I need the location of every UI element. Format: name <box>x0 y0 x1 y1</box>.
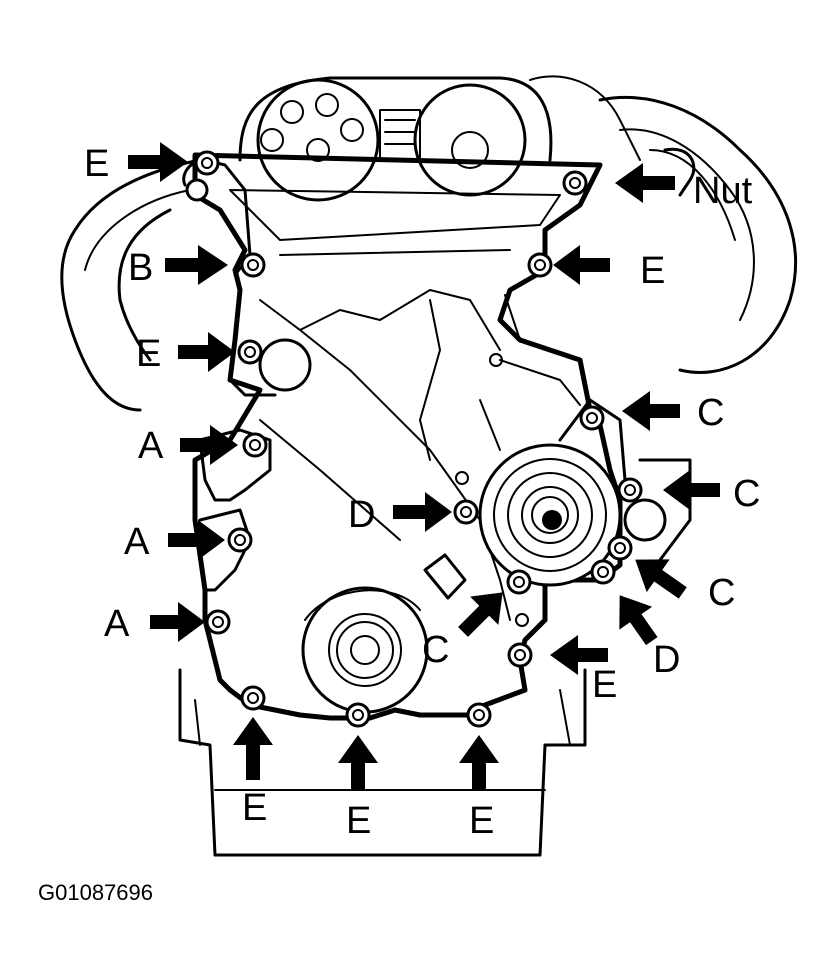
arrow-c-1 <box>622 391 680 431</box>
label-b: B <box>128 247 153 289</box>
label-e-right-upper: E <box>640 250 665 292</box>
label-e-left-mid: E <box>136 333 161 375</box>
label-e-bottom-3: E <box>469 800 494 842</box>
label-a-1: A <box>138 425 164 467</box>
label-nut: Nut <box>693 170 753 212</box>
arrow-nut <box>615 163 675 203</box>
arrow-a-3 <box>150 602 205 642</box>
arrow-e-bottom-1 <box>233 717 273 780</box>
bolt-a-3 <box>205 609 231 635</box>
bolt-e-bottom-3 <box>466 702 492 728</box>
bolt-e-right-upper <box>527 252 553 278</box>
arrow-c-lower <box>458 592 503 637</box>
label-c-right-1: C <box>697 392 724 434</box>
bolt-d-left <box>453 499 479 525</box>
callout-arrows <box>128 142 720 790</box>
arrow-c-2 <box>663 470 720 510</box>
label-c-lower: C <box>422 629 449 671</box>
label-d-lower: D <box>653 639 680 681</box>
arrow-d-left <box>393 492 452 532</box>
bolt-e-left-mid <box>237 339 263 365</box>
label-e-bottom-2: E <box>346 800 371 842</box>
arrow-e-right-upper <box>553 245 610 285</box>
camshaft-sprockets <box>256 78 527 202</box>
label-c-right-2: C <box>733 473 760 515</box>
arrow-e-bottom-3 <box>459 735 499 790</box>
bolt-a-2 <box>227 527 253 553</box>
bolt-c-lower <box>506 569 532 595</box>
arrow-e-left-mid <box>178 332 235 372</box>
bolt-e-bottom-2 <box>345 702 371 728</box>
arrow-d-lower <box>619 595 658 646</box>
arrow-a-1 <box>180 425 238 465</box>
arrow-e-bottom-2 <box>338 735 378 790</box>
arrow-c-3 <box>635 559 687 599</box>
arrow-e-top-left <box>128 142 188 182</box>
callout-labels: E Nut B E E C A C D A C A C D E E E E G0… <box>38 143 760 905</box>
bolt-d-lower <box>590 559 616 585</box>
label-c-right-3: C <box>708 572 735 614</box>
arrow-b <box>165 245 228 285</box>
nut-top-right <box>562 170 588 196</box>
figure-code: G01087696 <box>38 880 153 905</box>
label-a-2: A <box>124 521 150 563</box>
bolt-e-right-lower <box>507 642 533 668</box>
bolt-a-1 <box>242 432 268 458</box>
label-a-3: A <box>104 603 130 645</box>
bolt-c-1 <box>579 405 605 431</box>
bolt-e-bottom-1 <box>240 685 266 711</box>
timing-cover <box>182 152 667 721</box>
label-d-left: D <box>348 494 375 536</box>
bolt-e-top-left <box>194 150 220 176</box>
arrow-a-2 <box>168 520 225 560</box>
bolt-b <box>240 252 266 278</box>
arrow-e-right-lower <box>550 635 608 675</box>
label-e-bottom-1: E <box>242 787 267 829</box>
bolts <box>194 150 643 728</box>
label-e-right-lower: E <box>592 664 617 706</box>
label-e-top-left: E <box>84 143 109 185</box>
bolt-c-2 <box>617 477 643 503</box>
bolt-c-3 <box>607 535 633 561</box>
